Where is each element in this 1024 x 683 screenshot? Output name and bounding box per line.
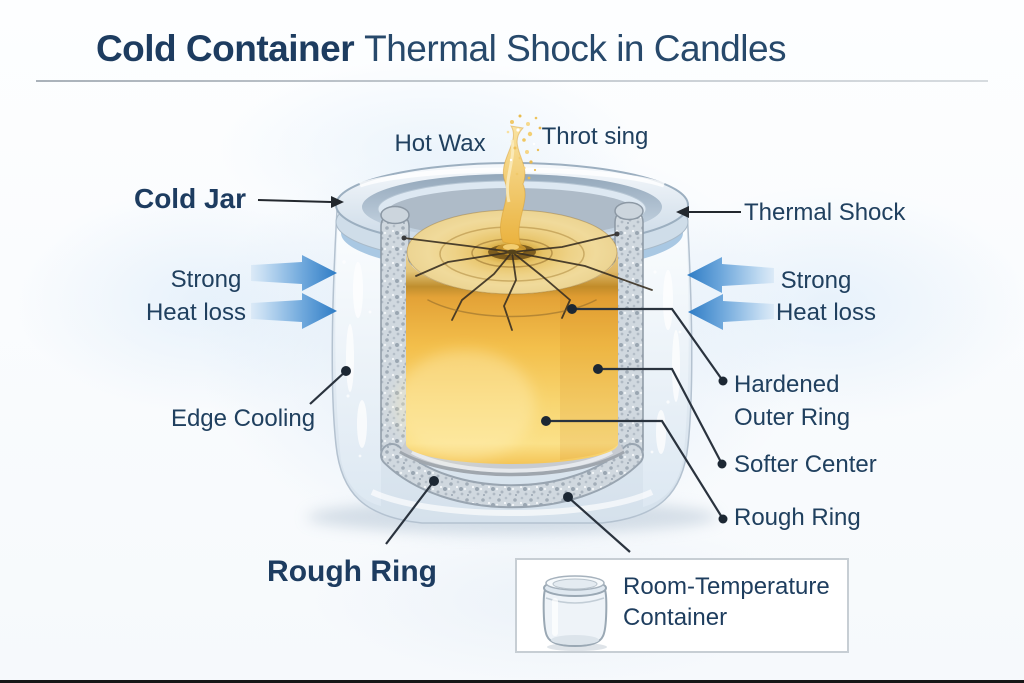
heat-arrow-left-1 <box>251 255 337 291</box>
legend-room-temperature-container: Room-Temperature Container <box>515 558 849 653</box>
cold-jar-arrowhead <box>331 196 344 208</box>
label-softer-center: Softer Center <box>734 451 877 478</box>
heat-arrow-right-2 <box>688 294 774 330</box>
label-strong-left: Strong <box>170 266 242 293</box>
stream-highlight <box>505 139 515 203</box>
frost-wall-right <box>643 214 689 507</box>
label-hardened-line1: Hardened <box>734 371 840 398</box>
wax-sparkles <box>506 114 542 180</box>
annotation-arrows <box>257 196 741 218</box>
hardened-leader <box>572 307 724 382</box>
label-hot-wax: Hot Wax <box>394 130 486 157</box>
rough-ring-highlight <box>411 450 613 473</box>
label-cold-jar: Cold Jar <box>133 183 246 214</box>
legend-leader <box>567 496 631 553</box>
legend-label: Room-Temperature Container <box>623 571 830 633</box>
thermal-shock-arrowhead <box>676 206 689 218</box>
label-thermal-shock: Thermal Shock <box>744 199 906 226</box>
label-rough-ring-bottom: Rough Ring <box>267 555 437 588</box>
cut-wall-right <box>614 208 644 464</box>
label-hardened-outer-ring: Hardened Outer Ring <box>734 368 850 434</box>
label-heat-loss-left: Heat loss <box>145 299 247 326</box>
legend-label-line1: Room-Temperature <box>623 573 830 600</box>
edge-cooling-leader <box>309 370 347 405</box>
heat-arrow-right-1 <box>687 257 774 293</box>
wax-right-shading <box>560 252 618 460</box>
crack-lines <box>401 231 653 331</box>
title-divider <box>36 80 988 82</box>
cold-jar-arrow <box>257 199 332 203</box>
legend-label-line2: Container <box>623 604 728 631</box>
label-edge-cooling: Edge Cooling <box>170 405 316 432</box>
base-highlight <box>370 489 654 516</box>
wax-sheen <box>395 350 535 460</box>
splash-core <box>503 244 519 250</box>
cut-wall-right-cap <box>614 201 644 221</box>
cut-wall-left-cap <box>380 205 410 225</box>
frost-wall-left <box>335 220 381 506</box>
rough-ring-right-leader <box>546 419 724 520</box>
label-rough-ring-right: Rough Ring <box>734 504 861 531</box>
label-hardened-line2: Outer Ring <box>734 404 851 431</box>
heat-arrow-left-2 <box>251 293 337 329</box>
label-heat-loss-right: Heat loss <box>775 299 877 326</box>
softer-center-leader <box>598 367 723 465</box>
page-title-bold: Cold Container <box>95 28 355 69</box>
page-title-regular: Thermal Shock in Candles <box>364 28 787 69</box>
leader-lines <box>309 304 728 553</box>
label-pouring: Throt sing <box>541 123 649 150</box>
bottom-edge-line <box>0 680 1024 683</box>
heat-loss-arrows <box>251 255 774 330</box>
jar-illustration <box>307 162 717 534</box>
room-temperature-jar-icon <box>542 575 608 651</box>
label-strong-right: Strong <box>780 267 852 294</box>
rough-ring-bottom-leader <box>385 480 435 545</box>
cut-wall-bottom <box>382 445 642 507</box>
